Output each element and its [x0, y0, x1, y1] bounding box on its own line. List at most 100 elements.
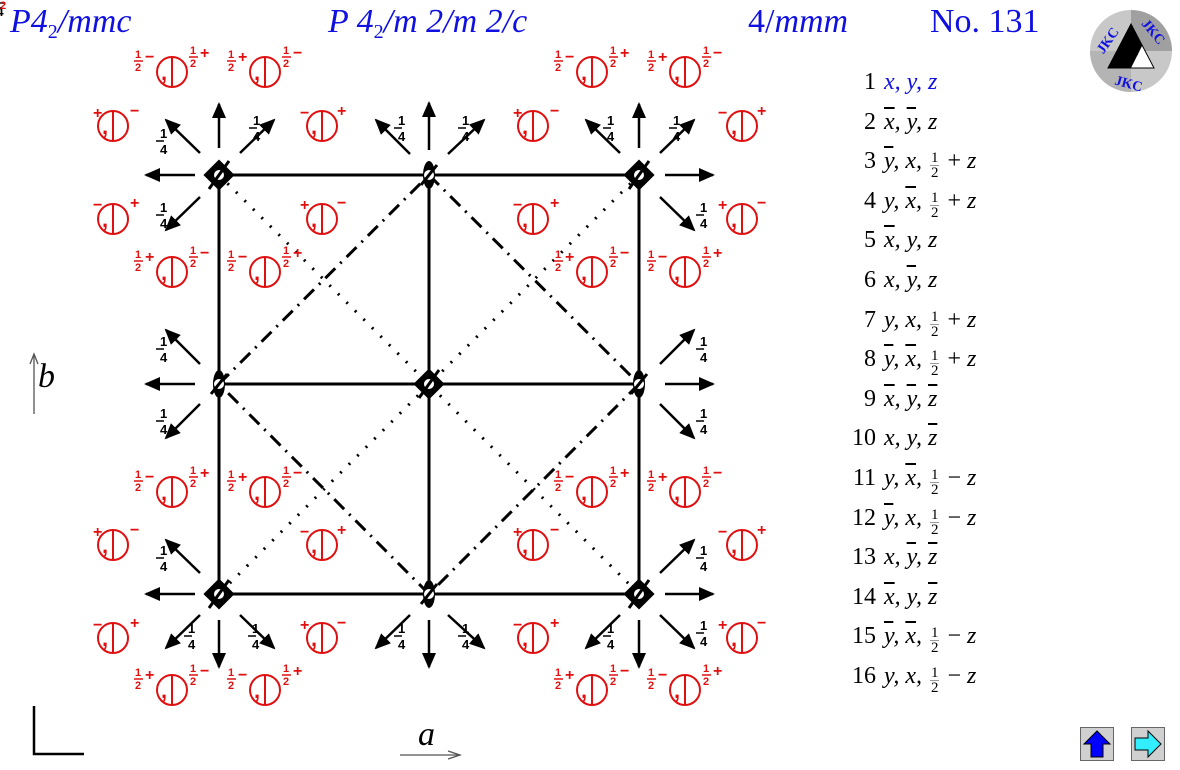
svg-text:+: +: [550, 195, 559, 212]
svg-text:+: +: [145, 667, 154, 684]
svg-text:+: +: [145, 249, 154, 266]
svg-text:+: +: [337, 522, 346, 539]
svg-text:+: +: [93, 524, 102, 541]
svg-text:−: −: [658, 249, 667, 266]
b-axis-label: b: [38, 358, 55, 395]
svg-text:+: +: [200, 45, 209, 62]
jkc-logo[interactable]: , JKC JKC JKC: [1088, 8, 1174, 94]
svg-text:−: −: [238, 249, 247, 266]
svg-text:−: −: [550, 522, 559, 539]
svg-text:+: +: [718, 197, 727, 214]
svg-text:−: −: [130, 522, 139, 539]
svg-text:−: −: [550, 103, 559, 120]
a-axis-arrow: [400, 750, 463, 760]
svg-text:+: +: [713, 663, 722, 680]
svg-text:−: −: [145, 49, 154, 66]
svg-text:−: −: [713, 465, 722, 482]
svg-text:−: −: [337, 615, 346, 632]
svg-text:+: +: [658, 49, 667, 66]
svg-text:+: +: [93, 105, 102, 122]
svg-text:−: −: [130, 103, 139, 120]
svg-text:−: −: [513, 197, 522, 214]
svg-text:+: +: [337, 103, 346, 120]
short-symbol: P42/mmc: [10, 3, 132, 43]
svg-text:+: +: [200, 465, 209, 482]
nav-next-button[interactable]: [1131, 727, 1165, 761]
a-axis-label: a: [418, 716, 435, 753]
quarter-labels: 14: [0, 0, 4, 19]
svg-text:−: −: [513, 617, 522, 634]
svg-text:+: +: [718, 617, 727, 634]
up-arrow-icon: [1082, 730, 1112, 758]
svg-text:+: +: [293, 663, 302, 680]
point-group: 4/mmm: [748, 3, 849, 40]
svg-text:−: −: [757, 615, 766, 632]
nav-up-button[interactable]: [1080, 727, 1114, 761]
svg-text:2: 2: [0, 0, 6, 12]
svg-text:+: +: [550, 615, 559, 632]
svg-text:+: +: [713, 245, 722, 262]
svg-text:−: −: [565, 469, 574, 486]
svg-text:+: +: [757, 522, 766, 539]
svg-text:4: 4: [0, 4, 4, 19]
b-axis-arrow: [29, 352, 39, 414]
right-arrow-icon: [1134, 729, 1162, 759]
svg-text:+: +: [513, 524, 522, 541]
svg-text:−: −: [200, 663, 209, 680]
svg-text:−: −: [300, 524, 309, 541]
full-symbol: P 42/m 2/m 2/c: [328, 3, 528, 43]
svg-text:+: +: [757, 103, 766, 120]
svg-text:−: −: [293, 465, 302, 482]
svg-text:−: −: [718, 105, 727, 122]
space-group-number: No. 131: [930, 3, 1040, 40]
height-labels: 12: [0, 0, 6, 12]
svg-text:−: −: [200, 245, 209, 262]
svg-text:−: −: [238, 667, 247, 684]
svg-text:+: +: [300, 197, 309, 214]
svg-text:+: +: [130, 195, 139, 212]
svg-text:+: +: [620, 45, 629, 62]
svg-text:+: +: [238, 49, 247, 66]
svg-text:+: +: [620, 465, 629, 482]
svg-text:1: 1: [0, 0, 4, 3]
svg-text:,: ,: [1134, 37, 1139, 59]
svg-text:−: −: [93, 617, 102, 634]
svg-text:−: −: [300, 105, 309, 122]
svg-text:+: +: [238, 469, 247, 486]
origin-corner: [32, 706, 84, 756]
svg-text:+: +: [293, 245, 302, 262]
svg-text:JKC: JKC: [1113, 74, 1144, 94]
diagonal-glide-lines: [217, 173, 641, 596]
svg-text:−: −: [620, 663, 629, 680]
svg-text:−: −: [337, 195, 346, 212]
svg-text:−: −: [718, 524, 727, 541]
svg-text:−: −: [145, 469, 154, 486]
svg-text:−: −: [565, 49, 574, 66]
svg-text:+: +: [130, 615, 139, 632]
svg-text:+: +: [513, 105, 522, 122]
svg-text:−: −: [93, 197, 102, 214]
svg-text:+: +: [565, 249, 574, 266]
svg-text:−: −: [713, 45, 722, 62]
svg-text:−: −: [658, 667, 667, 684]
svg-text:−: −: [620, 245, 629, 262]
svg-text:+: +: [300, 617, 309, 634]
